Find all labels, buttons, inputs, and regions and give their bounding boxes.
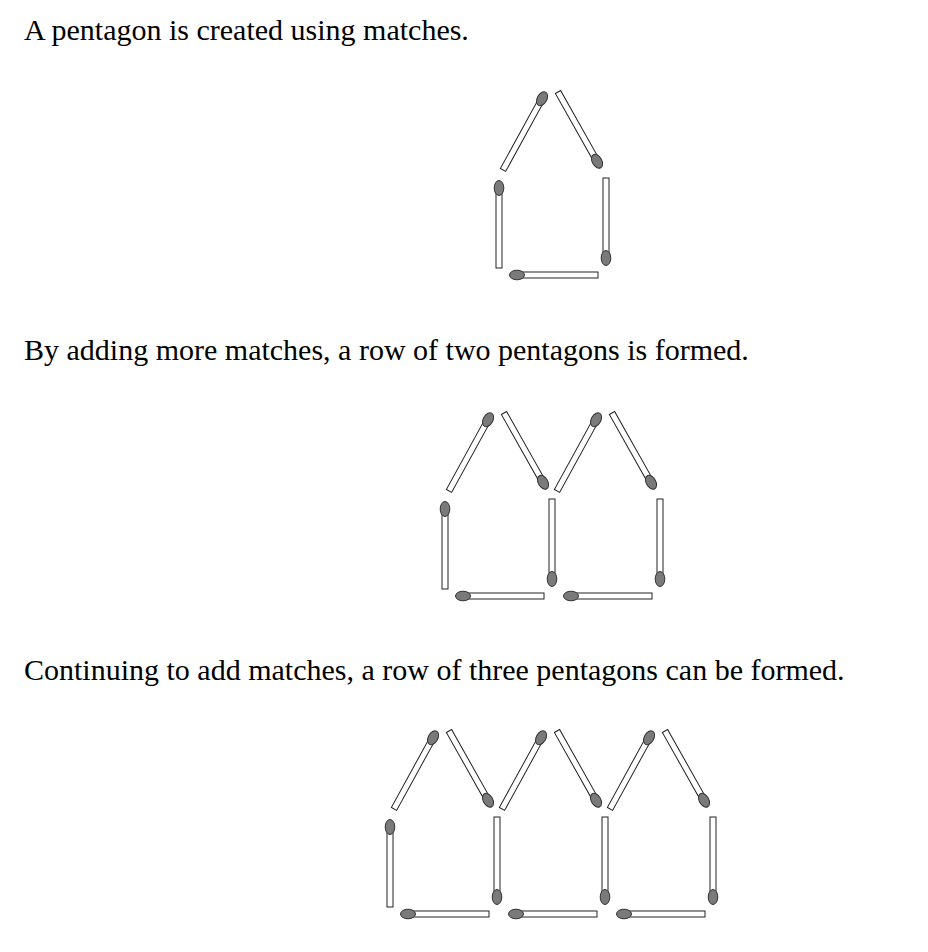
match-stick bbox=[494, 817, 500, 895]
match bbox=[445, 729, 496, 810]
match-head bbox=[480, 791, 496, 809]
match-stick bbox=[410, 911, 489, 917]
match bbox=[608, 411, 659, 492]
match bbox=[553, 411, 604, 493]
match-head bbox=[601, 251, 611, 266]
match-stick bbox=[549, 499, 555, 577]
match-head bbox=[425, 729, 441, 747]
match-head bbox=[588, 411, 604, 429]
match-head bbox=[401, 909, 416, 919]
match-stick bbox=[442, 511, 448, 589]
match-head bbox=[600, 890, 610, 905]
match-stick bbox=[662, 730, 705, 800]
match-stick bbox=[626, 911, 705, 917]
match bbox=[553, 729, 604, 810]
match bbox=[509, 909, 598, 919]
match-head bbox=[385, 820, 395, 835]
match-stick bbox=[554, 730, 597, 800]
match-stick bbox=[554, 420, 597, 492]
match bbox=[499, 90, 550, 172]
match-head bbox=[534, 90, 550, 108]
match-head bbox=[509, 909, 524, 919]
match bbox=[401, 909, 490, 919]
match bbox=[554, 90, 605, 171]
match bbox=[456, 591, 545, 601]
match-head bbox=[510, 270, 525, 280]
match bbox=[500, 411, 551, 492]
match bbox=[600, 817, 610, 905]
match bbox=[655, 499, 665, 587]
match-stick bbox=[500, 99, 543, 171]
match-stick bbox=[499, 738, 542, 810]
match-head bbox=[708, 890, 718, 905]
match-head bbox=[480, 411, 496, 429]
match-stick bbox=[519, 272, 598, 278]
prompt-text: Continuing to add matches, a row of thre… bbox=[24, 652, 845, 688]
match-stick bbox=[573, 593, 652, 599]
match bbox=[708, 817, 718, 905]
match-head bbox=[655, 572, 665, 587]
match-stick bbox=[465, 593, 544, 599]
match-head bbox=[533, 729, 549, 747]
match bbox=[445, 411, 496, 493]
match bbox=[390, 729, 441, 811]
match-head bbox=[456, 591, 471, 601]
match bbox=[564, 591, 653, 601]
match-head bbox=[588, 791, 604, 809]
match-stick bbox=[603, 178, 609, 256]
match-stick bbox=[501, 412, 544, 482]
match bbox=[601, 178, 611, 266]
match bbox=[661, 729, 712, 810]
match bbox=[440, 502, 450, 590]
match-stick bbox=[391, 738, 434, 810]
match-head bbox=[589, 152, 605, 170]
match-stick bbox=[518, 911, 597, 917]
match bbox=[510, 270, 599, 280]
match bbox=[606, 729, 657, 811]
match-stick bbox=[446, 730, 489, 800]
prompt-text: By adding more matches, a row of two pen… bbox=[24, 332, 749, 368]
match-stick bbox=[446, 420, 489, 492]
match bbox=[617, 909, 706, 919]
match bbox=[385, 820, 395, 908]
match-head bbox=[643, 473, 659, 491]
match bbox=[494, 181, 504, 269]
match-head bbox=[564, 591, 579, 601]
match-head bbox=[535, 473, 551, 491]
match-head bbox=[641, 729, 657, 747]
match bbox=[492, 817, 502, 905]
match-head bbox=[494, 181, 504, 196]
match bbox=[498, 729, 549, 811]
match-stick bbox=[710, 817, 716, 895]
match-stick bbox=[602, 817, 608, 895]
match-stick bbox=[607, 738, 650, 810]
match-head bbox=[696, 791, 712, 809]
match-stick bbox=[609, 412, 652, 482]
match-head bbox=[617, 909, 632, 919]
prompt-text: A pentagon is created using matches. bbox=[24, 12, 469, 48]
match bbox=[547, 499, 557, 587]
match-head bbox=[547, 572, 557, 587]
match-stick bbox=[555, 91, 598, 161]
match-head bbox=[492, 890, 502, 905]
match-stick bbox=[387, 829, 393, 907]
match-head bbox=[440, 502, 450, 517]
match-stick bbox=[496, 190, 502, 268]
match-stick bbox=[657, 499, 663, 577]
